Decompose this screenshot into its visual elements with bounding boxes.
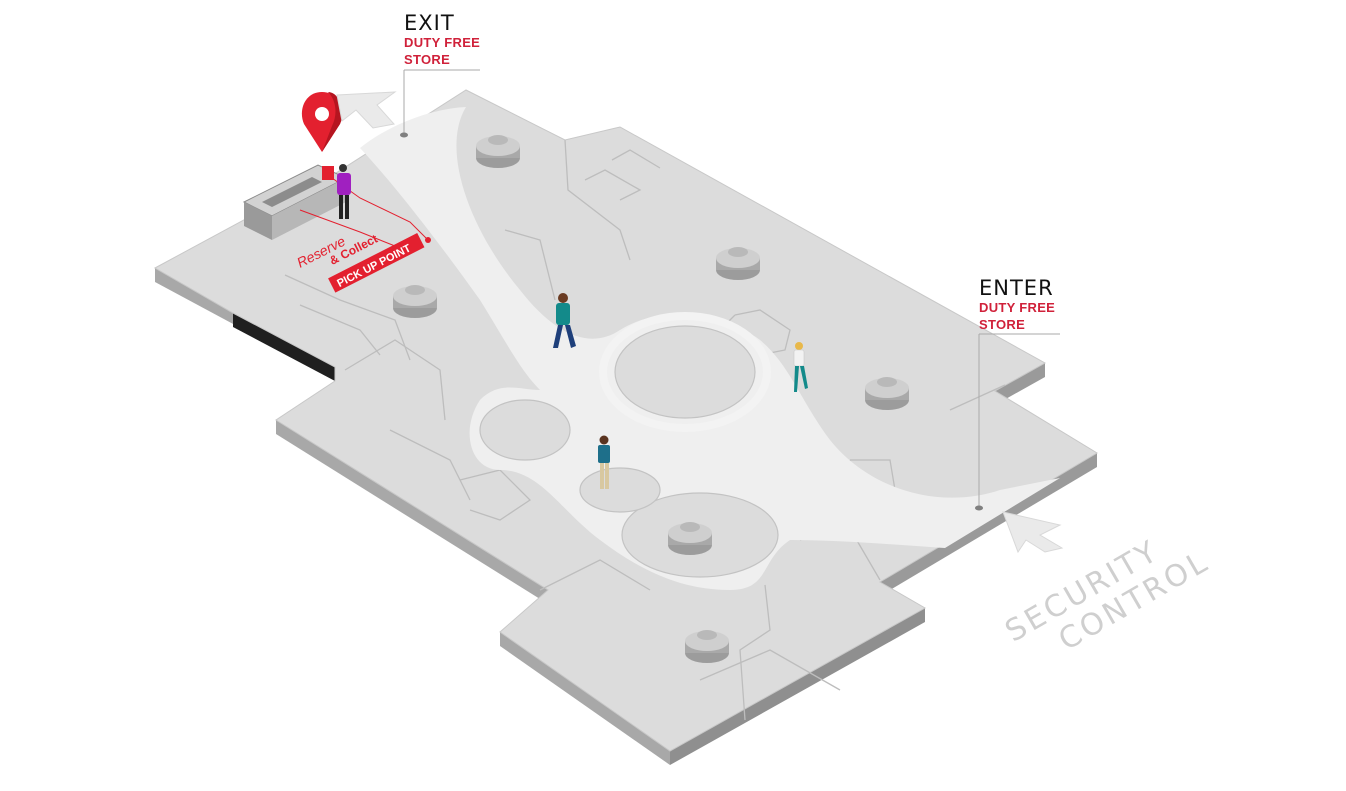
- column: [476, 135, 520, 168]
- enter-title: ENTER: [979, 276, 1054, 300]
- pickup-counter: [242, 164, 348, 240]
- columns: [393, 135, 909, 663]
- column: [865, 377, 909, 410]
- enter-arrow-icon: [1002, 511, 1064, 554]
- label-leaders: [400, 69, 1060, 511]
- person-standing-blonde: [793, 342, 808, 392]
- enter-store-line2: STORE: [979, 317, 1026, 332]
- exit-arrow-icon: [336, 91, 397, 129]
- enter-store-line1: DUTY FREE: [979, 300, 1056, 315]
- person-on-phone: [598, 435, 610, 489]
- column: [393, 285, 437, 318]
- column: [716, 247, 760, 280]
- exit-store-line1: DUTY FREE: [404, 35, 481, 50]
- column: [668, 522, 712, 555]
- enter-label: ENTER DUTY FREE STORE: [979, 277, 1055, 333]
- exit-label: EXIT DUTY FREE STORE: [404, 12, 480, 68]
- column: [685, 630, 729, 663]
- location-pin-icon: [301, 92, 343, 152]
- floor-slab-sides: [155, 268, 1097, 765]
- person-walking: [553, 293, 576, 348]
- exit-title: EXIT: [404, 11, 455, 35]
- exit-store-line2: STORE: [404, 52, 451, 67]
- person-at-counter: [322, 164, 351, 219]
